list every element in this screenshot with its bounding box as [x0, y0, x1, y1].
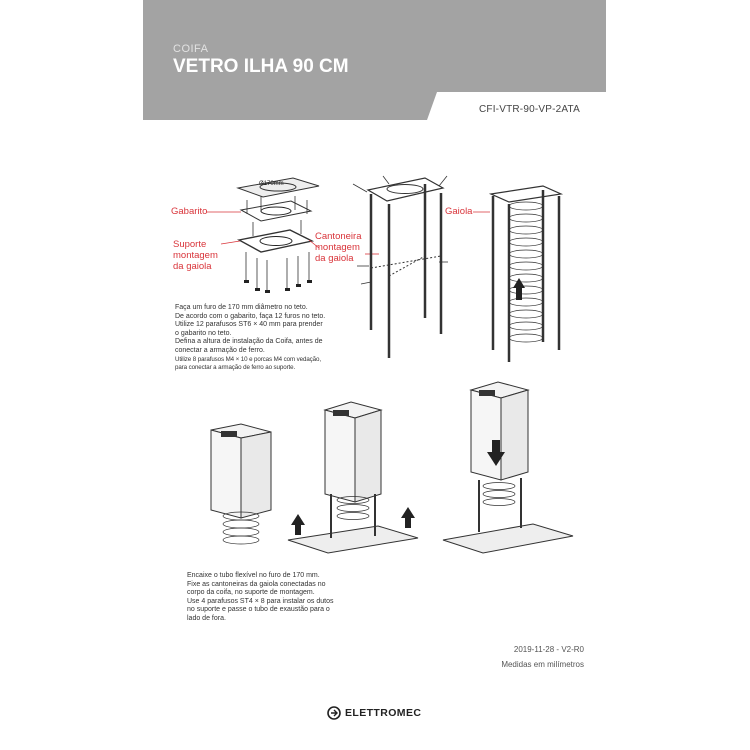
arrow-down-icon — [487, 440, 505, 466]
elettromec-logo-icon — [327, 706, 341, 720]
date-version: 2019-11-28 - V2-R0 — [513, 645, 584, 654]
manual-page: COIFA VETRO ILHA 90 CM CFI-VTR-90-VP-2AT… — [143, 0, 606, 750]
callout-gaiola: Gaiola — [445, 206, 473, 217]
diameter-label: Ø170mm — [259, 181, 284, 187]
vent-grille-icon — [221, 431, 237, 437]
cage-frame-diagram — [352, 175, 448, 358]
callout-suporte: Suporte montagem da gaiola — [173, 239, 218, 272]
instructions-top: Faça um furo de 170 mm diâmetro no teto.… — [175, 304, 326, 372]
model-code: CFI-VTR-90-VP-2ATA — [478, 104, 580, 115]
ceiling-template-diagram — [236, 177, 320, 293]
arrow-up-icon — [291, 514, 305, 535]
product-category: COIFA — [173, 43, 209, 55]
duct-rings — [222, 511, 260, 545]
callout-cantoneira: Cantoneira montagem da gaiola — [315, 231, 362, 264]
product-title: VETRO ILHA 90 CM — [173, 56, 349, 77]
flexible-duct — [508, 201, 544, 343]
cage-with-duct-diagram — [488, 185, 564, 362]
callout-leaders — [206, 211, 490, 255]
arrow-up-icon — [401, 507, 415, 528]
brand-name: ELETTROMEC — [345, 707, 422, 719]
callout-gabarito: Gabarito — [171, 206, 208, 217]
hood-mounting-diagram — [287, 401, 419, 554]
hood-final-diagram — [442, 381, 574, 554]
instructions-bottom: Encaixe o tubo flexível no furo de 170 m… — [187, 572, 334, 622]
installation-illustrations — [206, 175, 574, 554]
hood-body-diagram — [210, 423, 272, 545]
arrow-up-icon — [513, 278, 525, 300]
brand-logo: ELETTROMEC — [327, 706, 421, 720]
page-header: COIFA VETRO ILHA 90 CM CFI-VTR-90-VP-2AT… — [143, 0, 606, 120]
units-note: Medidas em milímetros — [501, 660, 584, 669]
header-band — [143, 0, 606, 120]
